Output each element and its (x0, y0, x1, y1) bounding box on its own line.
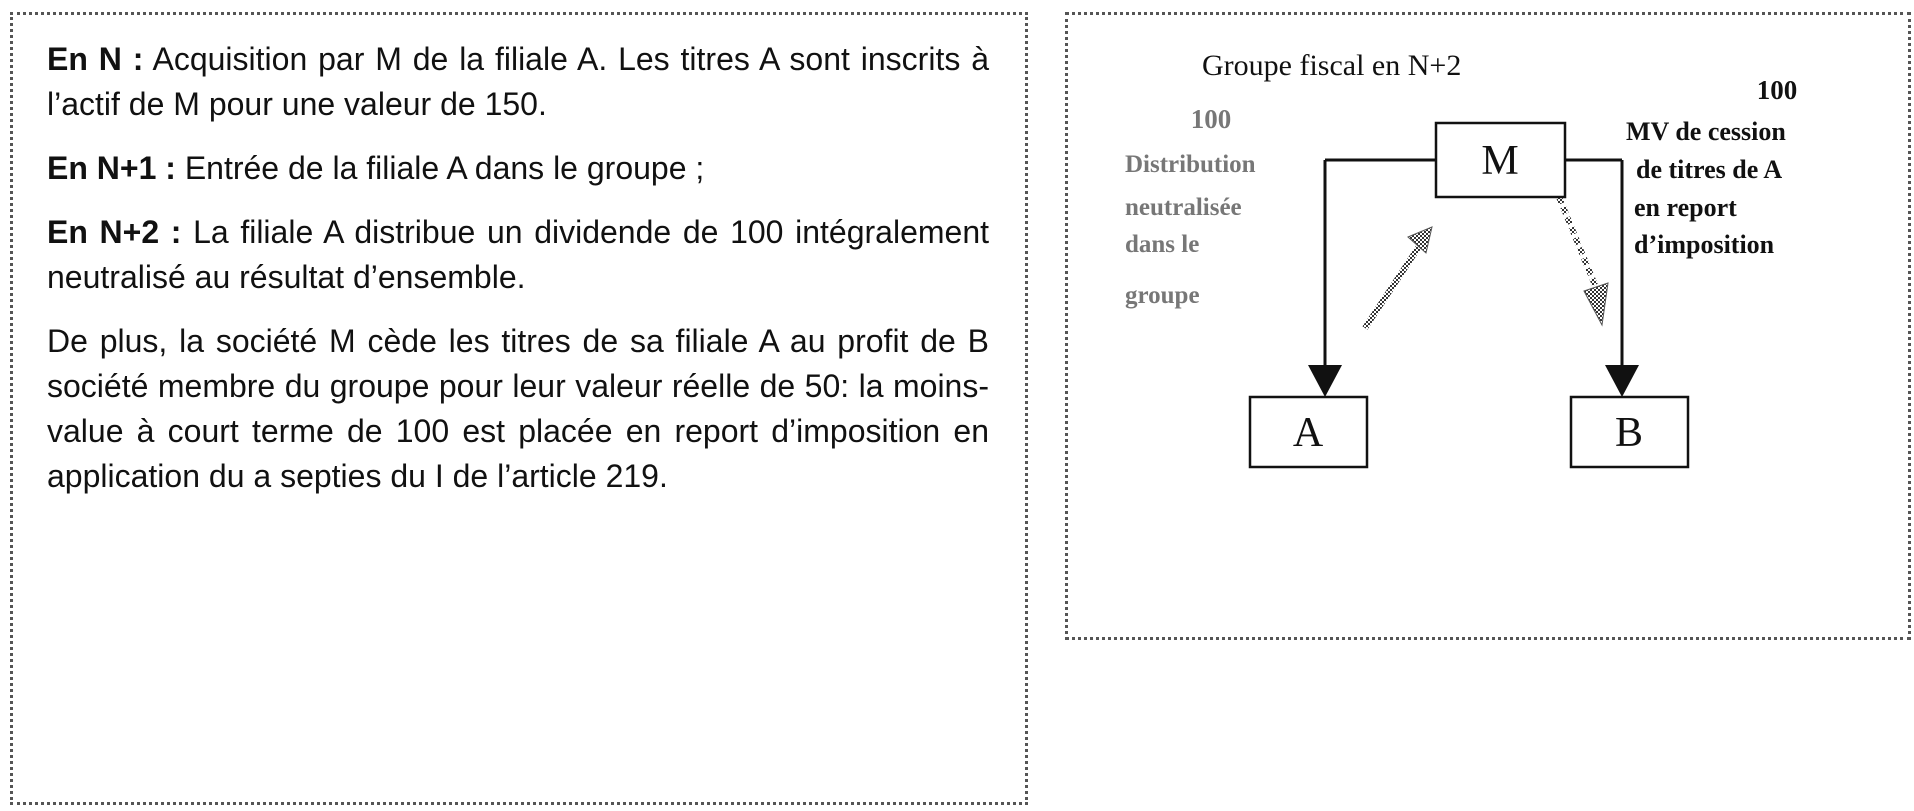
left-label-line: dans le (1125, 231, 1199, 258)
paragraph-body: La filiale A distribue un dividende de 1… (47, 214, 990, 295)
text-panel: En N : Acquisition par M de la filiale A… (10, 12, 1028, 805)
paragraph-cession: De plus, la société M cède les titres de… (47, 319, 989, 499)
paragraph-body: De plus, la société M cède les titres de… (47, 323, 989, 494)
node-b-label: B (1615, 410, 1643, 456)
right-label-line: d’imposition (1634, 230, 1775, 259)
left-label-line: groupe (1125, 282, 1200, 309)
diagram-title: Groupe fiscal en N+2 (1202, 49, 1461, 82)
diagram-panel: Groupe fiscal en N+2 M A B 100 Distribut… (1065, 12, 1911, 640)
right-label-line: en report (1634, 193, 1737, 222)
left-amount: 100 (1191, 104, 1232, 134)
paragraph-lead: En N : (47, 41, 144, 77)
right-label-line: de titres de A (1636, 155, 1782, 184)
right-label-line: MV de cession (1626, 117, 1786, 146)
dividend-arrowhead (1407, 226, 1433, 254)
transfer-arrowhead (1583, 282, 1609, 327)
paragraph-lead: En N+2 : (47, 214, 182, 250)
node-a-box (1248, 395, 1369, 469)
node-b-box (1569, 395, 1690, 469)
left-label-line: neutralisée (1125, 194, 1242, 221)
node-m-box (1434, 121, 1567, 199)
arrowhead-to-a (1308, 365, 1342, 397)
paragraph-year-n2: En N+2 : La filiale A distribue un divid… (47, 210, 989, 300)
dividend-arrow-shaft (1362, 243, 1423, 330)
paragraph-lead: En N+1 : (47, 150, 176, 186)
transfer-arrow-shaft (1556, 195, 1600, 292)
arrowhead-to-b (1605, 365, 1639, 397)
paragraph-year-n: En N : Acquisition par M de la filiale A… (47, 37, 989, 127)
paragraph-year-n1: En N+1 : Entrée de la filiale A dans le … (47, 146, 989, 191)
left-label-line: Distribution (1125, 151, 1256, 178)
paragraph-body: Acquisition par M de la filiale A. Les t… (47, 41, 990, 122)
node-m-label: M (1481, 138, 1518, 184)
right-amount: 100 (1757, 75, 1798, 105)
paragraph-body: Entrée de la filiale A dans le groupe ; (175, 150, 705, 186)
node-a-label: A (1293, 410, 1324, 456)
group-diagram: Groupe fiscal en N+2 M A B 100 Distribut… (1125, 49, 1798, 469)
